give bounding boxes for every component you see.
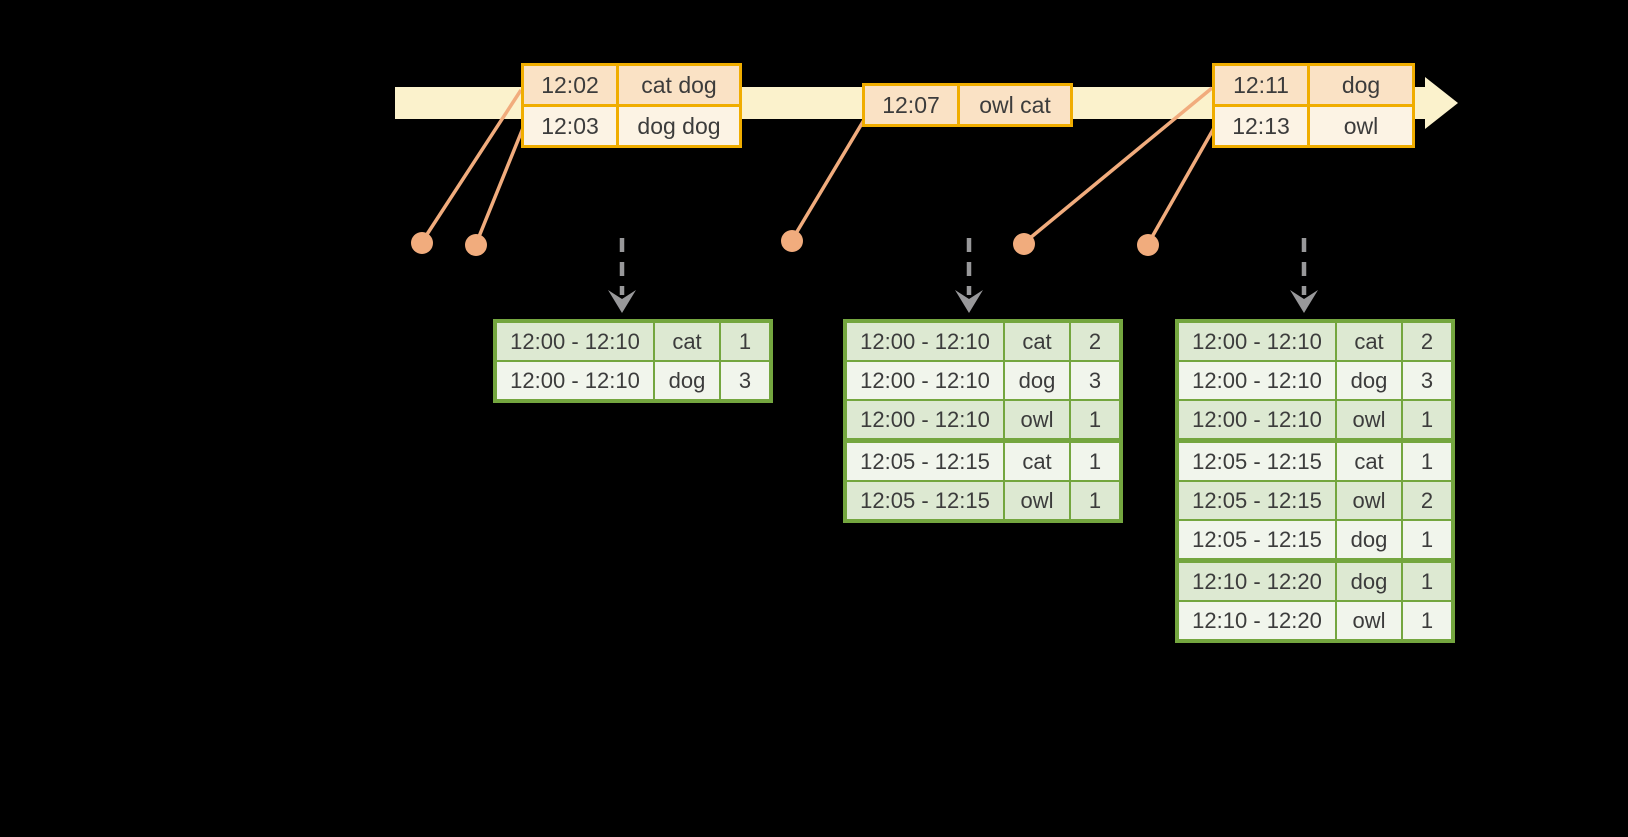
result-row: 12:05 - 12:15 dog 1 — [1176, 519, 1454, 562]
result-row: 12:05 - 12:15 cat 1 — [844, 438, 1122, 482]
event-pin-lines — [420, 86, 1216, 245]
window-cell: 12:05 - 12:15 — [1176, 438, 1337, 482]
word-cell: dog — [1003, 360, 1071, 401]
result-row: 12:00 - 12:10 owl 1 — [1176, 399, 1454, 442]
word-cell: dog — [1335, 360, 1403, 401]
event-table-2: 12:07 owl cat — [862, 83, 1073, 127]
event-words: owl — [1307, 104, 1415, 148]
trigger-arrowhead-icon — [955, 290, 983, 313]
event-time: 12:02 — [521, 63, 619, 107]
window-cell: 12:05 - 12:15 — [844, 480, 1005, 522]
event-row: 12:11 dog — [1212, 63, 1415, 107]
result-row: 12:00 - 12:10 cat 2 — [844, 320, 1122, 362]
count-cell: 3 — [1069, 360, 1122, 401]
event-words: owl cat — [957, 83, 1073, 127]
result-table-3: 12:00 - 12:10 cat 2 12:00 - 12:10 dog 3 … — [1175, 319, 1455, 643]
result-row: 12:00 - 12:10 cat 2 — [1176, 320, 1454, 362]
result-row: 12:05 - 12:15 owl 2 — [1176, 480, 1454, 521]
word-cell: owl — [1335, 399, 1403, 442]
event-row: 12:13 owl — [1212, 104, 1415, 148]
window-cell: 12:00 - 12:10 — [494, 320, 655, 362]
result-row: 12:00 - 12:10 dog 3 — [1176, 360, 1454, 401]
event-row: 12:03 dog dog — [521, 104, 742, 148]
result-row: 12:05 - 12:15 owl 1 — [844, 480, 1122, 522]
event-pin-line — [1146, 127, 1216, 245]
trigger-arrowheads — [608, 290, 1318, 313]
window-cell: 12:05 - 12:15 — [1176, 519, 1337, 562]
count-cell: 1 — [1069, 438, 1122, 482]
window-cell: 12:05 - 12:15 — [1176, 480, 1337, 521]
count-cell: 3 — [1401, 360, 1454, 401]
result-row: 12:10 - 12:20 owl 1 — [1176, 600, 1454, 642]
word-cell: cat — [1335, 438, 1403, 482]
word-cell: owl — [1003, 480, 1071, 522]
result-row: 12:10 - 12:20 dog 1 — [1176, 558, 1454, 602]
word-cell: dog — [653, 360, 721, 402]
count-cell: 2 — [1401, 480, 1454, 521]
event-row: 12:07 owl cat — [862, 83, 1073, 127]
window-cell: 12:00 - 12:10 — [844, 360, 1005, 401]
result-row: 12:05 - 12:15 cat 1 — [1176, 438, 1454, 482]
event-pin-line — [474, 127, 525, 245]
count-cell: 1 — [1401, 558, 1454, 602]
event-words: dog — [1307, 63, 1415, 107]
word-cell: cat — [1335, 320, 1403, 362]
result-row: 12:00 - 12:10 dog 3 — [494, 360, 772, 402]
window-cell: 12:00 - 12:10 — [1176, 399, 1337, 442]
result-table-1: 12:00 - 12:10 cat 1 12:00 - 12:10 dog 3 — [493, 319, 773, 403]
word-cell: cat — [653, 320, 721, 362]
event-time: 12:07 — [862, 83, 960, 127]
window-cell: 12:10 - 12:20 — [1176, 558, 1337, 602]
trigger-arrowhead-icon — [608, 290, 636, 313]
trigger-arrowhead-icon — [1290, 290, 1318, 313]
event-pin-dot — [1137, 234, 1159, 256]
count-cell: 1 — [1069, 399, 1122, 442]
window-cell: 12:00 - 12:10 — [844, 320, 1005, 362]
event-time: 12:13 — [1212, 104, 1310, 148]
window-cell: 12:00 - 12:10 — [844, 399, 1005, 442]
event-pin-line — [1022, 86, 1214, 245]
event-table-3: 12:11 dog 12:13 owl — [1212, 63, 1415, 148]
window-cell: 12:00 - 12:10 — [494, 360, 655, 402]
timeline-arrowhead-icon — [1425, 77, 1458, 129]
window-cell: 12:05 - 12:15 — [844, 438, 1005, 482]
event-pin-line — [420, 89, 523, 243]
count-cell: 2 — [1069, 320, 1122, 362]
event-words: cat dog — [616, 63, 742, 107]
event-pin-dot — [465, 234, 487, 256]
event-pin-dot — [411, 232, 433, 254]
result-table-2: 12:00 - 12:10 cat 2 12:00 - 12:10 dog 3 … — [843, 319, 1123, 523]
count-cell: 1 — [1401, 519, 1454, 562]
event-words: dog dog — [616, 104, 742, 148]
event-time: 12:03 — [521, 104, 619, 148]
count-cell: 2 — [1401, 320, 1454, 362]
window-cell: 12:10 - 12:20 — [1176, 600, 1337, 642]
event-pin-line — [790, 119, 866, 241]
word-cell: dog — [1335, 558, 1403, 602]
count-cell: 3 — [719, 360, 772, 402]
count-cell: 1 — [719, 320, 772, 362]
event-table-1: 12:02 cat dog 12:03 dog dog — [521, 63, 742, 148]
word-cell: cat — [1003, 438, 1071, 482]
word-cell: dog — [1335, 519, 1403, 562]
event-pin-dot — [781, 230, 803, 252]
event-pin-dot — [1013, 233, 1035, 255]
result-row: 12:00 - 12:10 owl 1 — [844, 399, 1122, 442]
window-cell: 12:00 - 12:10 — [1176, 320, 1337, 362]
word-cell: owl — [1335, 600, 1403, 642]
count-cell: 1 — [1401, 438, 1454, 482]
result-row: 12:00 - 12:10 dog 3 — [844, 360, 1122, 401]
word-cell: owl — [1335, 480, 1403, 521]
event-time: 12:11 — [1212, 63, 1310, 107]
word-cell: cat — [1003, 320, 1071, 362]
window-cell: 12:00 - 12:10 — [1176, 360, 1337, 401]
count-cell: 1 — [1401, 600, 1454, 642]
event-pin-dots — [411, 230, 1159, 256]
event-row: 12:02 cat dog — [521, 63, 742, 107]
trigger-arrow-lines — [619, 238, 1307, 295]
count-cell: 1 — [1401, 399, 1454, 442]
result-row: 12:00 - 12:10 cat 1 — [494, 320, 772, 362]
count-cell: 1 — [1069, 480, 1122, 522]
word-cell: owl — [1003, 399, 1071, 442]
